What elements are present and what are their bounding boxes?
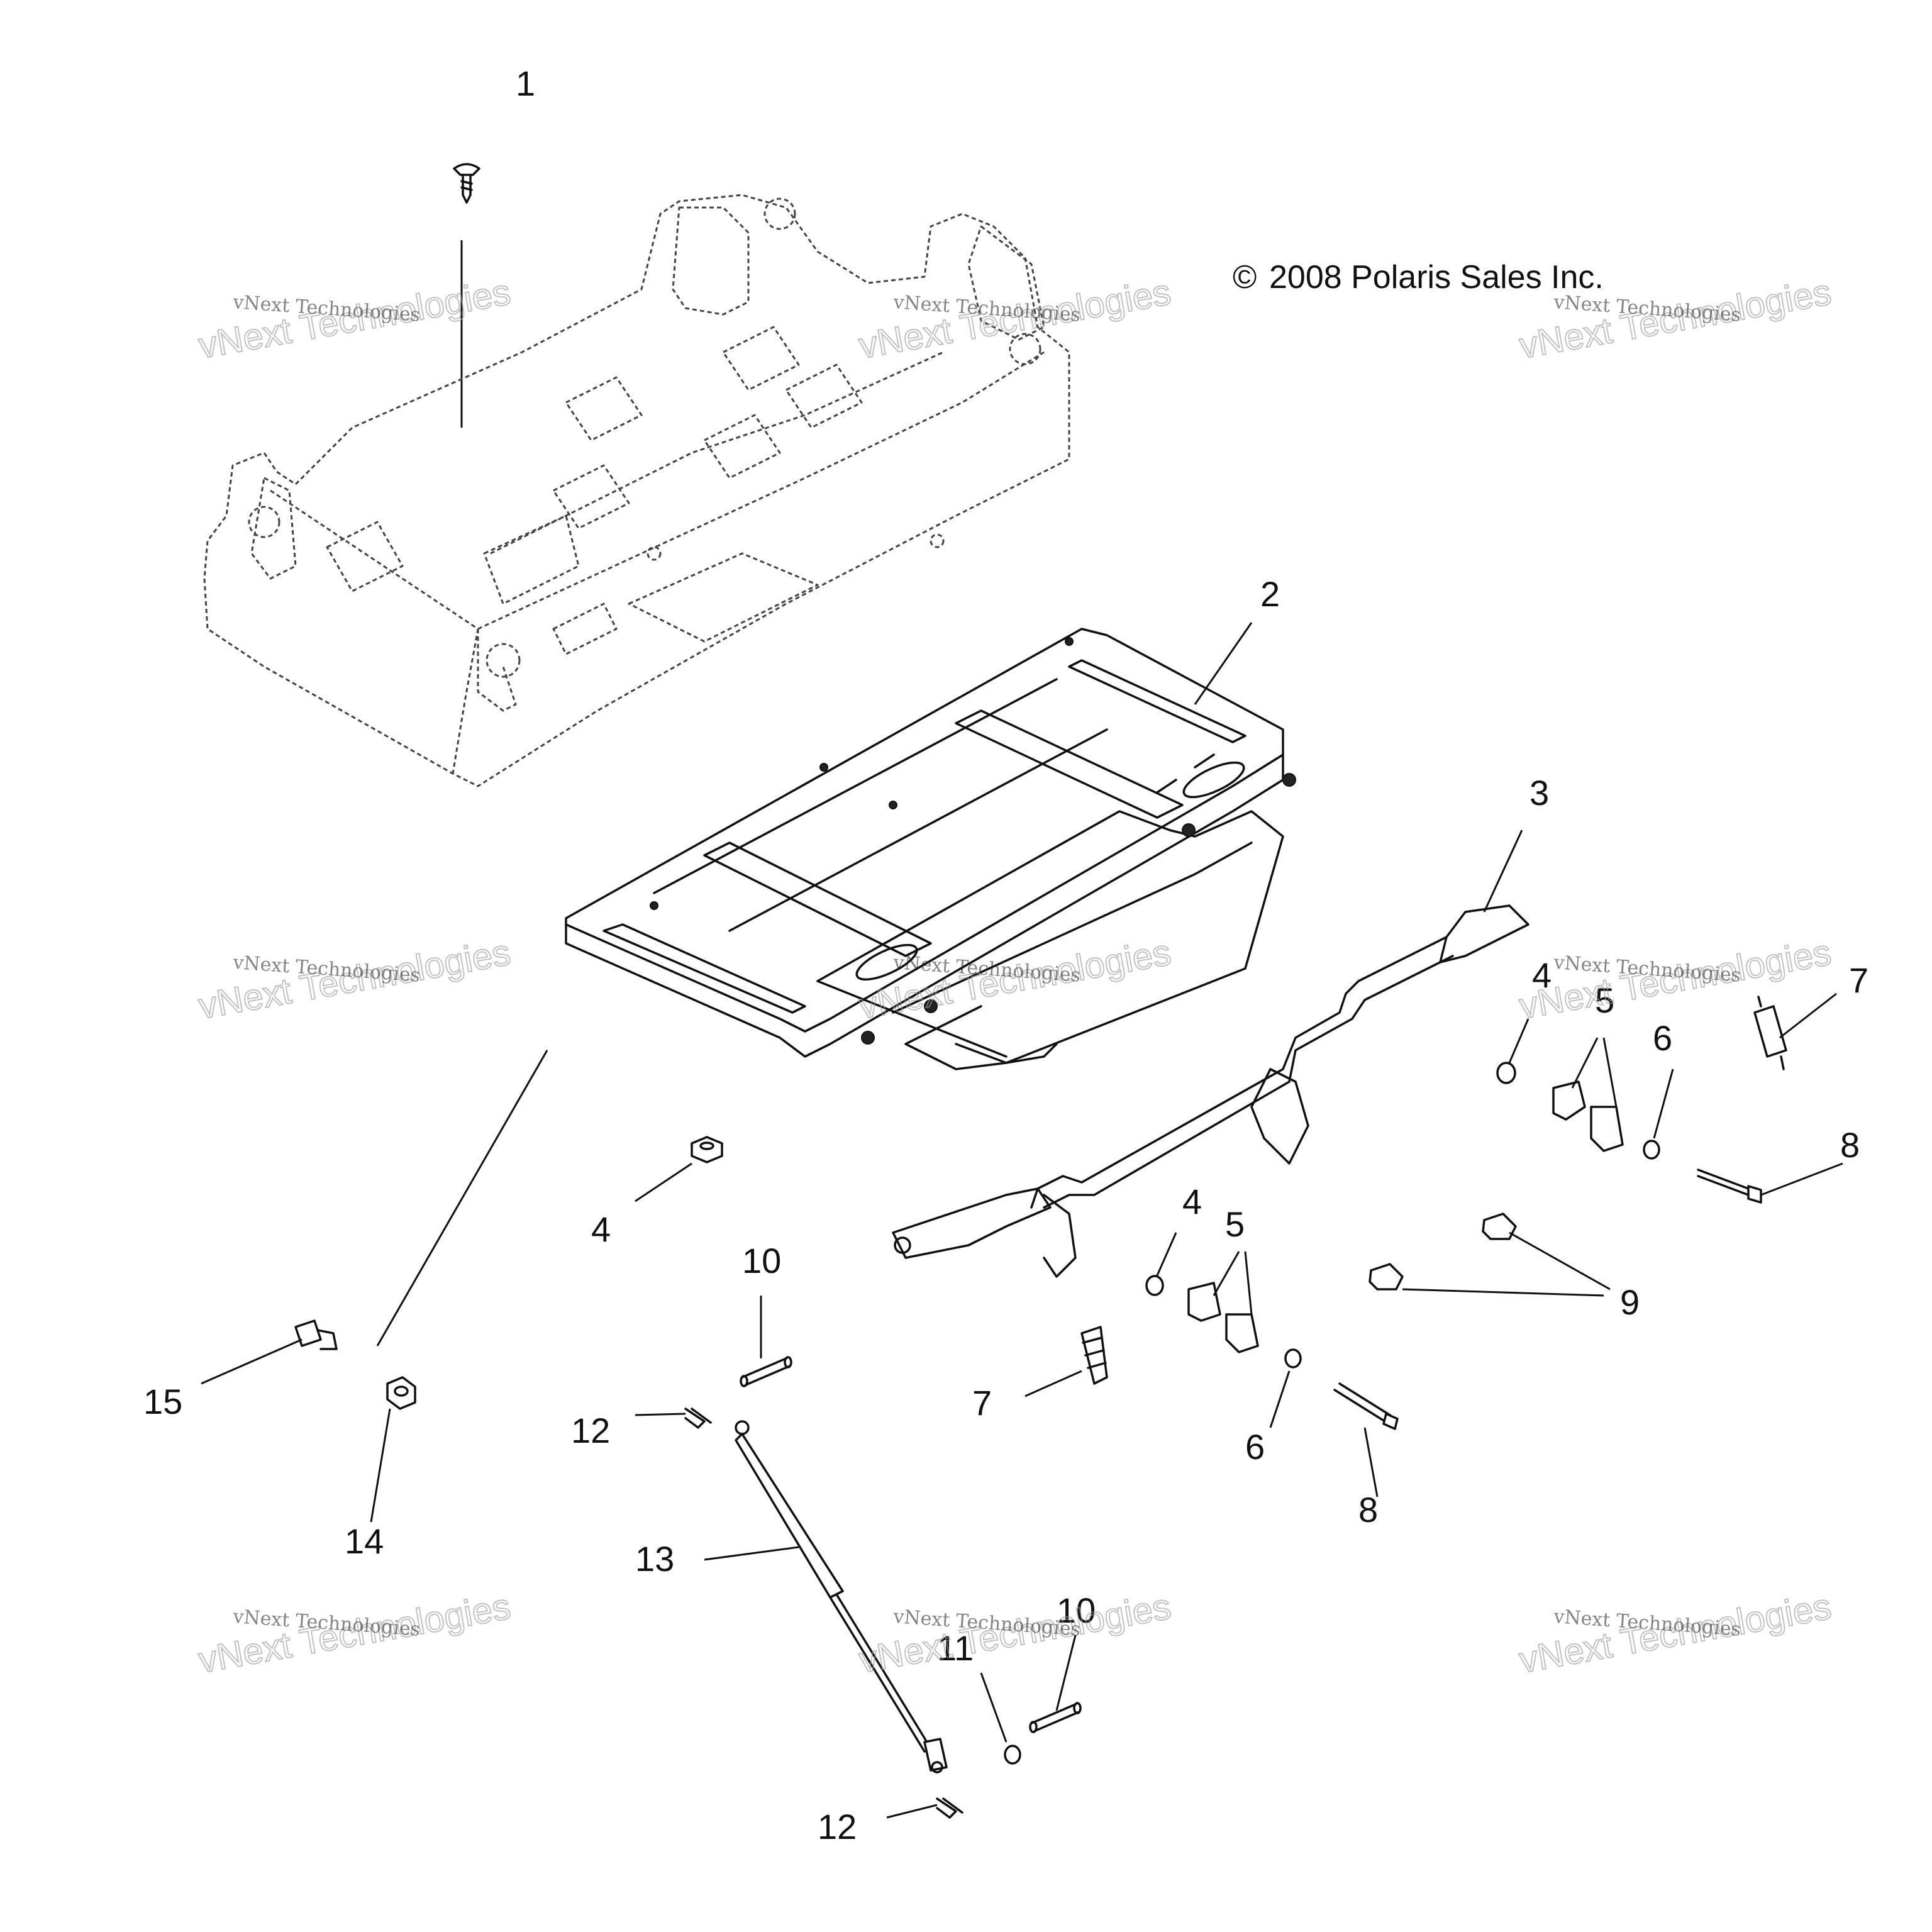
callout-6a: 6	[1653, 1018, 1672, 1058]
watermark-2: vNext Technologies vNext Technologies	[855, 271, 1175, 367]
cargo-box-outline	[203, 194, 1070, 787]
callout-14: 14	[345, 1521, 384, 1561]
callout-7b: 7	[972, 1383, 992, 1423]
part-9-nut-b	[1368, 1263, 1604, 1297]
callout-8b: 8	[1358, 1490, 1378, 1530]
callout-9: 9	[1620, 1282, 1640, 1322]
callout-labels: 1 2 3 4 5 6 7 8 4 4 5 9 10 7 6 8 15 12 1…	[143, 64, 1868, 1846]
callout-11: 11	[937, 1628, 974, 1668]
part-12-clip-a	[635, 1407, 712, 1429]
watermarks: vNext Technologies vNext Technologies vN…	[195, 271, 1835, 1682]
part-15-bolt	[201, 1319, 338, 1385]
copyright-notice: © 2008 Polaris Sales Inc.	[1233, 259, 1604, 296]
callout-7a: 7	[1849, 960, 1868, 1000]
callout-5b: 5	[1225, 1204, 1245, 1244]
part-10-pin-b	[1029, 1635, 1082, 1733]
part-1-screw	[453, 163, 480, 428]
callout-4c: 4	[1182, 1182, 1202, 1221]
watermark-4: vNext Technologies vNext Technologies	[195, 931, 514, 1028]
callout-4b: 4	[591, 1209, 611, 1249]
copyright-text: 2008 Polaris Sales Inc.	[1269, 259, 1604, 296]
part-11-washer	[980, 1672, 1021, 1765]
part-9-nut-a	[1482, 1213, 1611, 1291]
callout-10b: 10	[1057, 1591, 1096, 1630]
callout-3: 3	[1530, 773, 1549, 813]
part-5-bushing-a	[1552, 1037, 1624, 1152]
part-6-washer-a	[1643, 1069, 1674, 1160]
part-5-bushing-b	[1187, 1251, 1259, 1353]
part-4-nut-b	[635, 1136, 723, 1202]
part-6-washer-b	[1269, 1348, 1302, 1428]
callout-12a: 12	[571, 1411, 610, 1450]
copyright-symbol: ©	[1233, 259, 1257, 296]
callout-15: 15	[143, 1382, 182, 1421]
part-10-pin-a	[740, 1296, 792, 1387]
watermark-6: vNext Technologies vNext Technologies	[1516, 931, 1835, 1028]
part-4-nut-c	[1145, 1232, 1177, 1296]
callout-12b: 12	[818, 1807, 857, 1846]
callout-1: 1	[516, 64, 535, 103]
part-4-nut-a	[1496, 1018, 1530, 1084]
watermark-7: vNext Technologies vNext Technologies	[195, 1585, 514, 1682]
part-13-gas-strut	[704, 1420, 948, 1774]
callout-4a: 4	[1532, 955, 1552, 995]
watermark-1: vNext Technologies vNext Technologies	[195, 271, 514, 367]
watermark-8: vNext Technologies vNext Technologies	[855, 1585, 1175, 1682]
part-7-spring-b	[1024, 1326, 1108, 1397]
part-7-spring-a	[1753, 992, 1837, 1070]
part-12-clip-b	[886, 1797, 963, 1819]
part-2-frame	[565, 622, 1296, 1070]
callout-6b: 6	[1245, 1427, 1265, 1467]
callout-2: 2	[1260, 574, 1280, 614]
part-3-bar	[892, 830, 1530, 1278]
callout-10a: 10	[742, 1241, 781, 1280]
callout-13: 13	[635, 1539, 674, 1579]
callout-5a: 5	[1595, 980, 1614, 1020]
part-8-bolt-a	[1697, 1162, 1843, 1204]
part-8-bolt-b	[1333, 1382, 1399, 1497]
part-14-nut	[370, 1050, 548, 1523]
watermark-9: vNext Technologies vNext Technologies	[1516, 1585, 1835, 1682]
callout-8a: 8	[1840, 1125, 1860, 1165]
